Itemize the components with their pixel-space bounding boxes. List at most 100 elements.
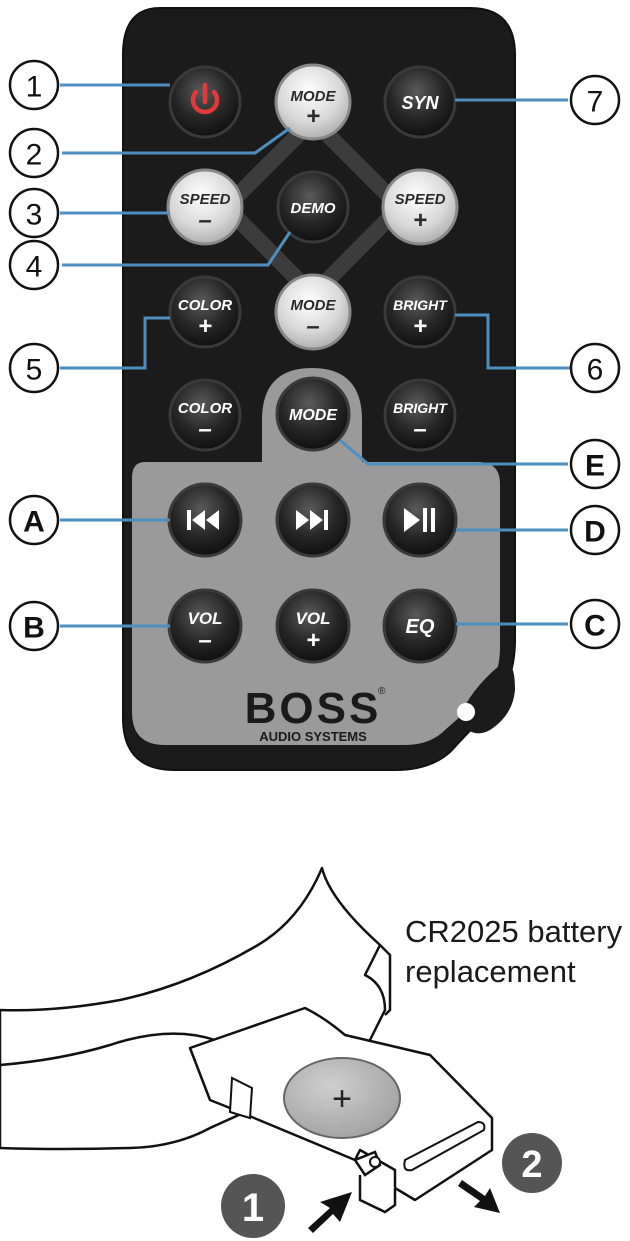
svg-text:3: 3	[26, 199, 43, 232]
remote-control: MODE + SYN SPEED – DEMO SPEED + MODE –	[122, 7, 516, 771]
callout-lines	[60, 83, 570, 628]
brand-logo: BOSS ® AUDIO SYSTEMS	[245, 684, 386, 744]
next-track-button[interactable]	[275, 482, 351, 558]
brand-registered-mark: ®	[378, 686, 386, 697]
svg-text:1: 1	[26, 71, 43, 104]
brand-subtitle: AUDIO SYSTEMS	[259, 729, 367, 744]
callout-E: E	[569, 438, 621, 490]
svg-text:E: E	[585, 450, 605, 483]
push-arrow-icon	[308, 1192, 352, 1233]
previous-track-icon	[187, 510, 219, 530]
battery-caption-line1: CR2025 battery	[405, 914, 623, 949]
speed-plus-sign: +	[413, 207, 427, 234]
mode-minus-label: MODE	[291, 297, 337, 314]
color-minus-button[interactable]: COLOR –	[168, 378, 242, 452]
step-2-badge: 2	[502, 1133, 562, 1193]
bright-minus-button[interactable]: BRIGHT –	[383, 378, 457, 452]
color-plus-button[interactable]: COLOR +	[168, 275, 242, 349]
battery-caption-line2: replacement	[405, 954, 576, 989]
callout-3: 3	[8, 187, 60, 239]
callout-line-6	[455, 313, 570, 370]
callout-7: 7	[569, 74, 621, 126]
demo-label: DEMO	[291, 200, 336, 217]
svg-text:C: C	[584, 610, 606, 643]
callout-line-5	[60, 316, 170, 370]
volume-down-label: VOL	[188, 609, 223, 628]
bright-plus-button[interactable]: BRIGHT +	[383, 275, 457, 349]
brand-name: BOSS	[245, 684, 382, 733]
play-pause-icon	[404, 508, 435, 532]
svg-text:1: 1	[242, 1186, 264, 1230]
volume-up-label: VOL	[296, 609, 331, 628]
battery-tray-slot	[228, 1076, 254, 1120]
power-button[interactable]	[168, 65, 242, 139]
volume-down-button[interactable]: VOL –	[167, 588, 243, 664]
mode-minus-sign: –	[306, 313, 319, 340]
callout-line-E	[339, 438, 568, 466]
speed-minus-button[interactable]: SPEED –	[166, 168, 244, 246]
syn-button[interactable]: SYN	[383, 65, 457, 139]
mode-plus-sign: +	[306, 103, 320, 130]
keychain-loop	[457, 662, 515, 734]
battery-tray-grip	[403, 1120, 486, 1172]
color-plus-label: COLOR	[178, 297, 232, 314]
remote-underside-edge	[0, 1032, 216, 1067]
callout-1: 1	[8, 59, 60, 111]
eq-label: EQ	[406, 616, 435, 638]
callout-A: A	[8, 494, 60, 546]
speed-plus-label: SPEED	[395, 191, 446, 208]
speed-minus-sign: –	[198, 207, 211, 234]
mode-plus-button[interactable]: MODE +	[274, 63, 352, 141]
power-icon	[190, 82, 220, 115]
next-track-icon	[296, 510, 328, 530]
battery-illustration: CR2025 battery replacement + 1 2	[0, 866, 623, 1238]
bright-plus-sign: +	[413, 313, 427, 340]
callout-D: D	[569, 504, 621, 556]
color-plus-sign: +	[198, 313, 212, 340]
eq-button[interactable]: EQ	[382, 588, 458, 664]
mode-plus-label: MODE	[291, 88, 337, 105]
callout-4: 4	[8, 239, 60, 291]
volume-down-sign: –	[198, 627, 211, 654]
svg-text:6: 6	[587, 354, 604, 387]
battery-tray-hole	[369, 1156, 381, 1168]
mode-minus-button[interactable]: MODE –	[274, 273, 352, 351]
callout-6: 6	[569, 342, 621, 394]
color-minus-sign: –	[198, 416, 211, 443]
coin-battery: +	[283, 1057, 401, 1139]
svg-text:A: A	[23, 506, 45, 539]
bright-minus-sign: –	[413, 416, 426, 443]
color-minus-label: COLOR	[178, 400, 232, 417]
syn-label: SYN	[401, 93, 439, 113]
svg-text:5: 5	[26, 354, 43, 387]
mode-button[interactable]: MODE	[275, 376, 351, 452]
callout-B: B	[8, 600, 60, 652]
callout-markers: 1 2 3 4 5 6 7 E	[8, 59, 621, 652]
play-pause-button[interactable]	[382, 482, 458, 558]
callout-C: C	[569, 598, 621, 650]
bright-minus-label: BRIGHT	[393, 400, 448, 416]
svg-text:D: D	[584, 516, 606, 549]
mode-label: MODE	[289, 407, 338, 424]
callout-line-2	[62, 126, 291, 155]
previous-track-button[interactable]	[167, 482, 243, 558]
callout-line-4	[62, 231, 292, 267]
svg-text:B: B	[23, 612, 45, 645]
bright-plus-label: BRIGHT	[393, 297, 448, 313]
remote-underside-ridge	[379, 944, 392, 1016]
pull-arrow-icon	[458, 1180, 500, 1213]
svg-text:7: 7	[587, 86, 604, 119]
demo-button[interactable]: DEMO	[276, 170, 350, 244]
volume-up-button[interactable]: VOL +	[275, 588, 351, 664]
step-1-badge: 1	[221, 1174, 285, 1238]
speed-minus-label: SPEED	[180, 191, 231, 208]
speed-plus-button[interactable]: SPEED +	[381, 168, 459, 246]
battery-plus-sign: +	[332, 1080, 352, 1118]
svg-text:4: 4	[26, 251, 43, 284]
svg-text:2: 2	[521, 1144, 542, 1186]
volume-up-sign: +	[306, 627, 320, 654]
svg-text:2: 2	[26, 139, 43, 172]
callout-5: 5	[8, 342, 60, 394]
callout-2: 2	[8, 127, 60, 179]
